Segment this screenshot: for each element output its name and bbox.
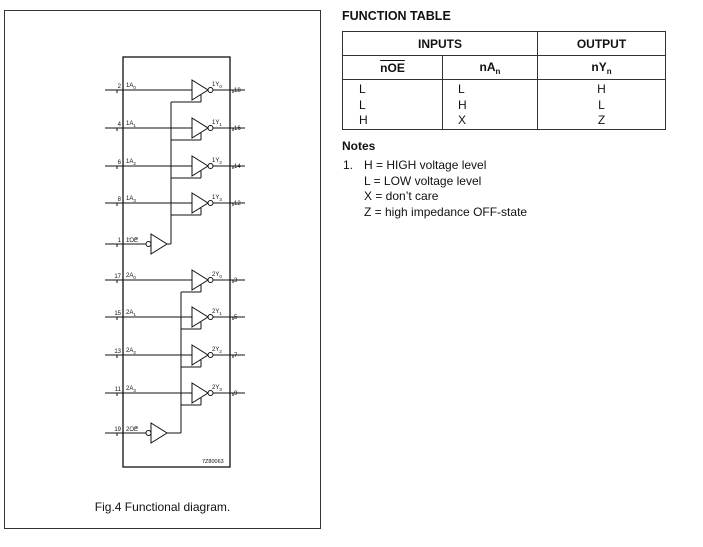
enable-pin-number: 19 [114,427,121,433]
note-line-dont-care: X = don’t care [364,189,439,204]
buffer-gate [191,306,209,328]
enable-buffer-gate [150,233,168,255]
input-signal-label: 1A1 [126,121,136,128]
input-pin-number: 8 [118,197,122,203]
input-signal-label: 1A3 [126,196,136,203]
output-pin-number: 12 [234,201,241,207]
ny-values: H L Z [597,82,606,127]
input-pin-number: 6 [118,160,122,166]
functional-diagram: 2 1A0 1Y0 18 4 1A1 1Y1 16 6 1A2 1Y2 14 8 1A3 1Y3 12 1 1OE… [105,56,245,468]
input-pin-number: 15 [114,311,121,317]
input-signal-label: 2A3 [126,386,136,393]
note-lines: H = HIGH voltage level L = LOW voltage l… [364,158,527,220]
buffer-gate [191,192,209,214]
diagram-code: 7Z80063 [202,459,224,465]
note-line-high: H = HIGH voltage level [364,158,487,172]
output-signal-label: 2Y1 [212,309,222,316]
enable-inverter-bubble [145,241,152,247]
buffer-gate-bubble [207,163,214,169]
function-table-title: FUNCTION TABLE [342,9,451,23]
enable-signal-label: 2OE [126,427,138,433]
figure-caption: Fig.4 Functional diagram. [94,500,231,514]
input-signal-label: 2A1 [126,310,136,317]
ny-values-cell: H L Z [537,79,666,130]
output-signal-label: 2Y2 [212,347,222,354]
output-pin-number: 3 [234,278,238,284]
input-pin-number: 2 [118,84,122,90]
enable-signal-label: 1OE [126,238,138,244]
ic-body [122,56,231,468]
note-number: 1. [343,158,354,172]
buffer-gate-bubble [207,390,214,396]
col-ny-header: nYn [537,55,666,80]
input-signal-label: 2A2 [126,348,136,355]
na-values: L H X [458,82,467,127]
output-pin-number: 7 [234,353,238,359]
buffer-gate [191,269,209,291]
input-pin-number: 13 [114,349,121,355]
input-pin-number: 4 [118,122,122,128]
buffer-gate-bubble [207,277,214,283]
noe-values-cell: L L H [342,79,443,130]
enable-inverter-bubble [145,430,152,436]
buffer-gate-bubble [207,87,214,93]
input-pin-number: 11 [115,387,122,393]
buffer-gate-bubble [207,125,214,131]
input-signal-label: 1A2 [126,159,136,166]
buffer-gates: 2 1A0 1Y0 18 4 1A1 1Y1 16 6 1A2 1Y2 14 8 1A3 1Y3 12 1 1OE… [105,79,245,444]
note-line-high-impedance: Z = high impedance OFF-state [364,204,528,219]
noe-values: L L H [359,82,368,127]
input-signal-label: 2A0 [126,273,136,280]
output-pin-number: 5 [234,315,238,321]
output-pin-number: 18 [234,88,241,94]
note-line-low: L = LOW voltage level [364,173,482,188]
output-header: OUTPUT [537,31,666,56]
buffer-gate [191,344,209,366]
buffer-gate-bubble [207,314,214,320]
output-signal-label: 1Y1 [212,120,222,127]
buffer-gate-bubble [207,352,214,358]
buffer-gate-bubble [207,200,214,206]
output-signal-label: 1Y0 [212,82,222,89]
output-pin-number: 14 [234,164,241,170]
output-pin-number: 16 [234,126,241,132]
output-signal-label: 2Y0 [212,272,222,279]
output-signal-label: 1Y2 [212,158,222,165]
inputs-header: INPUTS [342,31,538,56]
function-table: INPUTS OUTPUT nOE nAn nYn L L H L H X H … [342,31,666,130]
output-signal-label: 1Y3 [212,195,222,202]
functional-diagram-frame: 2 1A0 1Y0 18 4 1A1 1Y1 16 6 1A2 1Y2 14 8 1A3 1Y3 12 1 1OE… [4,10,321,529]
enable-buffer-gate [150,422,168,444]
buffer-gate [191,79,209,101]
buffer-gate [191,155,209,177]
input-signal-label: 1A0 [126,83,136,90]
buffer-gate [191,117,209,139]
notes-title: Notes [342,139,376,153]
enable-pin-number: 1 [118,238,122,244]
na-values-cell: L H X [442,79,538,130]
output-signal-label: 2Y3 [212,385,222,392]
output-pin-number: 9 [234,391,238,397]
col-na-header: nAn [442,55,538,80]
col-noe-header: nOE [342,55,443,80]
input-pin-number: 17 [114,274,121,280]
buffer-gate [191,382,209,404]
